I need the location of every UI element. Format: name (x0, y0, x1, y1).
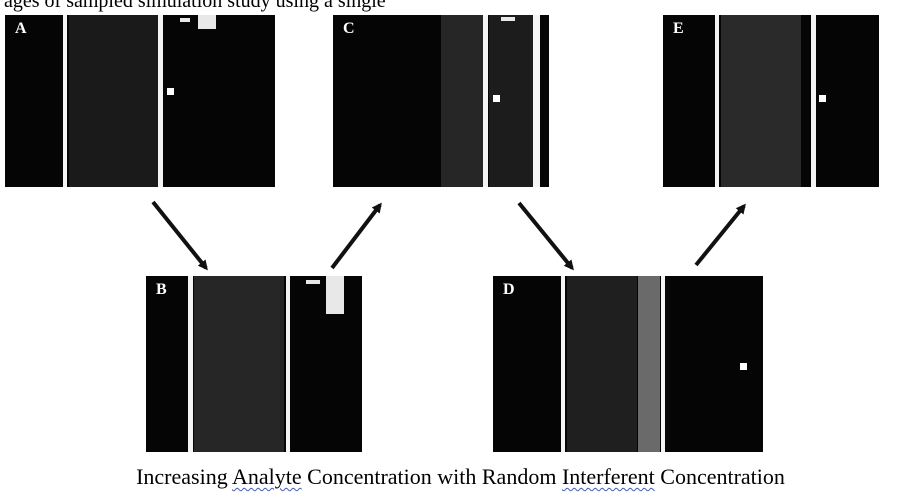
panel-b: B (146, 276, 362, 452)
caption-part-1: Increasing (136, 464, 232, 489)
panel-e-label: E (673, 20, 684, 37)
stripe-c-2 (533, 15, 540, 187)
bright-patch-c (501, 17, 515, 21)
bright-patch-b-2 (306, 280, 320, 284)
panel-a: A (5, 15, 275, 187)
marker-c (493, 95, 500, 102)
marker-a (167, 88, 174, 95)
panel-d: D (493, 276, 763, 452)
caption-part-5: Concentration (654, 464, 785, 489)
panel-d-label: D (503, 281, 515, 298)
header-fragment: ages of sampled simulation study using a… (4, 0, 386, 12)
panel-c: C (333, 15, 549, 187)
band-e-1 (721, 15, 801, 187)
panel-b-label: B (156, 281, 167, 298)
caption-part-4: Interferent (561, 464, 655, 489)
band-a-1 (69, 15, 163, 187)
caption-part-2: Analyte (231, 464, 302, 489)
arrow-b-to-c (330, 202, 382, 270)
stripe-a-2 (158, 15, 163, 187)
stripe-c-1 (483, 15, 488, 187)
stripe-b-2 (286, 276, 290, 452)
marker-d (740, 363, 747, 370)
band-d-2 (638, 276, 660, 452)
caption-part-3: Concentration with Random (301, 464, 562, 489)
bright-patch-a-2 (180, 18, 190, 22)
arrow-a-to-b (151, 200, 208, 271)
arrow-d-to-e (694, 203, 746, 267)
panel-a-label: A (15, 20, 27, 37)
band-c-1 (441, 15, 485, 187)
marker-e (819, 95, 826, 102)
stripe-a-1 (63, 15, 67, 187)
band-b-1 (194, 276, 284, 452)
stripe-e-2 (811, 15, 816, 187)
panel-e: E (663, 15, 879, 187)
panel-c-label: C (343, 20, 355, 37)
bright-patch-a (198, 15, 216, 29)
stripe-e-1 (715, 15, 719, 187)
band-d-1 (567, 276, 637, 452)
bright-patch-b (326, 276, 344, 314)
stripe-d-2 (661, 276, 665, 452)
stripe-b-1 (188, 276, 193, 452)
figure-caption: Increasing Analyte Concentration with Ra… (0, 464, 921, 490)
arrow-c-to-d (517, 201, 574, 271)
stripe-d-1 (561, 276, 565, 452)
